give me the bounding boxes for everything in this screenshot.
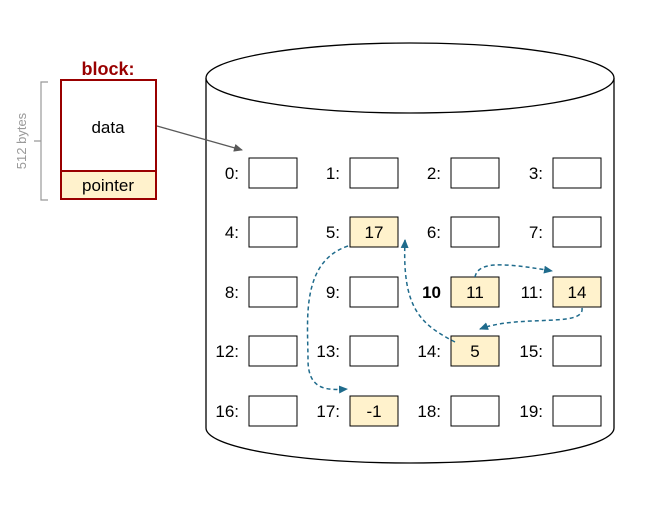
slot-index-label: 0:	[225, 164, 239, 183]
disk-slot-11: 11: 14	[521, 276, 602, 308]
size-label: 512 bytes	[14, 112, 29, 169]
slot-index-label: 13:	[316, 342, 340, 361]
slot-index-label: 1:	[326, 164, 340, 183]
slot-box	[248, 216, 298, 248]
slot-box	[450, 276, 500, 308]
disk-slot-5: 5: 17	[326, 216, 399, 248]
disk-slots: 0: 1: 2: 3: 4: 5: 17 6: 7: 8: 9: 10 11 11: 14 12: 13: 14:…	[215, 157, 602, 427]
slot-index-label: 15:	[519, 342, 543, 361]
slot-index-label: 2:	[427, 164, 441, 183]
slot-value: -1	[366, 402, 381, 421]
slot-box	[552, 276, 602, 308]
slot-index-label: 18:	[417, 402, 441, 421]
slot-index-label: 10	[422, 283, 441, 302]
block-data-region	[60, 79, 157, 172]
slot-value: 5	[470, 342, 479, 361]
disk-slot-0: 0:	[225, 157, 298, 189]
slot-value: 17	[365, 223, 384, 242]
disk-slot-18: 18:	[417, 395, 500, 427]
disk-slot-15: 15:	[519, 335, 602, 367]
disk-slot-14: 14: 5	[417, 335, 500, 367]
slot-index-label: 12:	[215, 342, 239, 361]
block-pointer-label: pointer	[82, 176, 134, 195]
slot-box	[552, 335, 602, 367]
disk-slot-2: 2:	[427, 157, 500, 189]
slot-box	[450, 157, 500, 189]
slot-box	[450, 395, 500, 427]
slot-box	[248, 157, 298, 189]
block-pointer-region	[60, 170, 157, 200]
slot-index-label: 5:	[326, 223, 340, 242]
slot-index-label: 7:	[529, 223, 543, 242]
disk-cylinder	[205, 42, 615, 464]
size-bracket	[34, 81, 48, 201]
disk-slot-9: 9:	[326, 276, 399, 308]
slot-box	[349, 157, 399, 189]
slot-box	[349, 335, 399, 367]
slot-index-label: 14:	[417, 342, 441, 361]
disk-slot-19: 19:	[519, 395, 602, 427]
disk-slot-12: 12:	[215, 335, 298, 367]
slot-index-label: 16:	[215, 402, 239, 421]
disk-slot-16: 16:	[215, 395, 298, 427]
slot-index-label: 4:	[225, 223, 239, 242]
slot-index-label: 19:	[519, 402, 543, 421]
slot-box	[450, 335, 500, 367]
disk-body	[205, 78, 615, 464]
disk-slot-7: 7:	[529, 216, 602, 248]
slot-box	[450, 216, 500, 248]
disk-slot-13: 13:	[316, 335, 399, 367]
disk-slot-10: 10 11	[422, 276, 500, 308]
slot-box	[349, 276, 399, 308]
slot-index-label: 3:	[529, 164, 543, 183]
disk-slot-3: 3:	[529, 157, 602, 189]
slot-value: 14	[568, 283, 587, 302]
slot-box	[248, 276, 298, 308]
block-to-disk-arrow	[156, 125, 243, 152]
slot-index-label: 8:	[225, 283, 239, 302]
slot-box	[552, 216, 602, 248]
slot-box	[552, 395, 602, 427]
disk-slot-4: 4:	[225, 216, 298, 248]
chain-arrow-14-to-5	[400, 239, 456, 343]
slot-index-label: 17:	[316, 402, 340, 421]
disk-slot-17: 17: -1	[316, 395, 399, 427]
chain-arrow-5-to-17	[306, 245, 349, 394]
disk-slot-1: 1:	[326, 157, 399, 189]
disk-slot-8: 8:	[225, 276, 298, 308]
disk-top	[205, 42, 615, 114]
slot-box	[248, 335, 298, 367]
slot-box	[349, 395, 399, 427]
slot-index-label: 6:	[427, 223, 441, 242]
block-data-label: data	[91, 118, 125, 137]
block-title: block:	[81, 59, 134, 79]
slot-box	[552, 157, 602, 189]
chain-arrow-11-to-14	[479, 307, 583, 330]
slot-value: 11	[466, 283, 484, 302]
slot-index-label: 9:	[326, 283, 340, 302]
slot-index-label: 11:	[521, 283, 543, 302]
block-structure: block: data pointer 512 bytes	[14, 59, 157, 201]
slot-box	[349, 216, 399, 248]
pointer-chain	[306, 239, 583, 394]
slot-box	[248, 395, 298, 427]
disk-slot-6: 6:	[427, 216, 500, 248]
